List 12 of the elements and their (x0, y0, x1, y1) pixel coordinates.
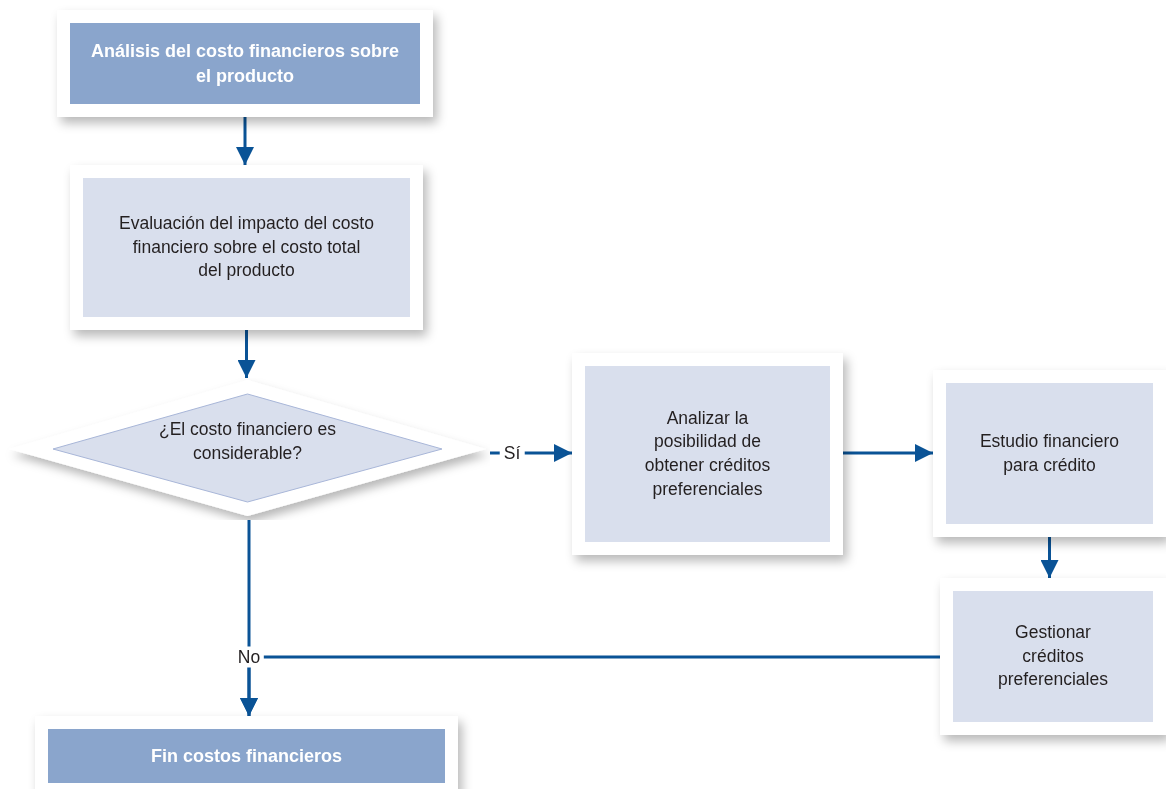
step-label: Gestionar créditos preferenciales (997, 621, 1109, 692)
step-label: Estudio financiero para crédito (978, 429, 1121, 477)
arrow (236, 117, 254, 165)
arrow (237, 330, 256, 378)
step-label: ¿El costo financiero es considerable? (158, 418, 337, 465)
step-label: Análisis del costo financieros sobre el producto (89, 40, 401, 88)
step-label: Fin costos financieros (149, 744, 343, 768)
step-label: Analizar la posibilidad de obtener créditos preferenciales (643, 406, 772, 501)
arrow (240, 655, 940, 716)
arrow (843, 444, 933, 462)
arrow (1040, 537, 1059, 578)
step-label: Evaluación del impacto del costo financiero sobre el costo total del producto (118, 212, 375, 283)
